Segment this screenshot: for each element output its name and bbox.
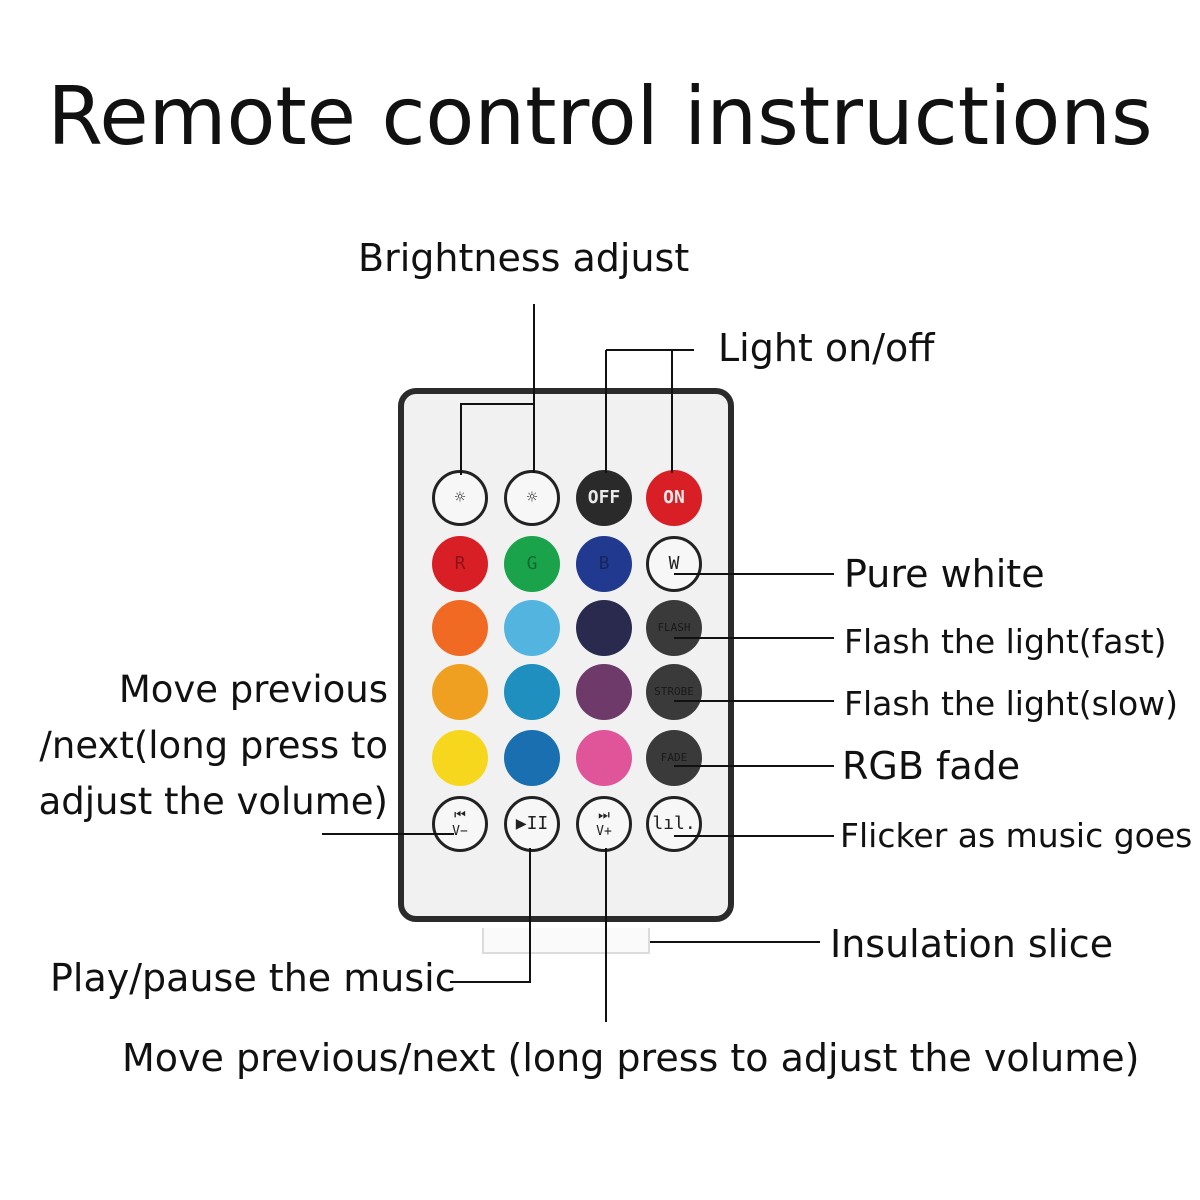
flash-button[interactable]: FLASH: [646, 600, 702, 656]
label-rgb-fade: RGB fade: [842, 744, 1021, 788]
page-title: Remote control instructions: [47, 70, 1153, 163]
light-blue-button[interactable]: [504, 600, 560, 656]
label-insulation-slice: Insulation slice: [830, 922, 1114, 966]
label-flash-slow: Flash the light(slow): [844, 684, 1179, 723]
yellow-button[interactable]: [432, 730, 488, 786]
strobe-button[interactable]: STROBE: [646, 664, 702, 720]
on-button-label: ON: [663, 487, 685, 508]
label-flash-fast: Flash the light(fast): [844, 622, 1167, 661]
purple-button[interactable]: [576, 664, 632, 720]
label-move-prev-next-bottom: Move previous/next (long press to adjust…: [122, 1036, 1140, 1080]
off-button-label: OFF: [587, 487, 621, 508]
white-button-label: W: [668, 553, 680, 574]
white-button[interactable]: W: [646, 536, 702, 592]
next-volume-up-button[interactable]: ⏭ V+: [576, 796, 632, 852]
brightness-up-button[interactable]: ☼: [432, 470, 488, 526]
brightness-down-button-label: ☼: [526, 487, 538, 508]
label-play-pause: Play/pause the music: [50, 956, 456, 1000]
green-button-label: G: [526, 553, 538, 574]
label-light-on-off: Light on/off: [718, 326, 935, 370]
music-mode-button-label: lıl.: [652, 813, 696, 834]
green-button[interactable]: G: [504, 536, 560, 592]
blue-button[interactable]: B: [576, 536, 632, 592]
navy-button[interactable]: [576, 600, 632, 656]
brightness-up-button-label: ☼: [454, 487, 466, 508]
red-button[interactable]: R: [432, 536, 488, 592]
teal-button[interactable]: [504, 664, 560, 720]
label-pure-white: Pure white: [844, 552, 1045, 596]
blue-button-label: B: [598, 553, 610, 574]
red-button-label: R: [454, 553, 466, 574]
previous-volume-down-button[interactable]: ⏮ V−: [432, 796, 488, 852]
insulation-slice: [482, 928, 650, 954]
amber-button[interactable]: [432, 664, 488, 720]
play-pause-button[interactable]: ▶II: [504, 796, 560, 852]
strobe-button-label: STROBE: [654, 685, 694, 698]
previous-volume-down-button-label: ⏮ V−: [452, 808, 468, 839]
label-move-prev-next-left: Move previous /next(long press to adjust…: [38, 668, 388, 823]
label-flicker-music: Flicker as music goes: [840, 816, 1193, 855]
play-pause-button-label: ▶II: [515, 813, 549, 834]
brightness-down-button[interactable]: ☼: [504, 470, 560, 526]
next-volume-up-button-label: ⏭ V+: [596, 808, 612, 839]
flash-button-label: FLASH: [657, 621, 691, 634]
deep-blue-button[interactable]: [504, 730, 560, 786]
fade-button-label: FADE: [660, 751, 688, 764]
off-button[interactable]: OFF: [576, 470, 632, 526]
music-mode-button[interactable]: lıl.: [646, 796, 702, 852]
orange-button[interactable]: [432, 600, 488, 656]
on-button[interactable]: ON: [646, 470, 702, 526]
label-brightness-adjust: Brightness adjust: [358, 236, 690, 280]
pink-button[interactable]: [576, 730, 632, 786]
fade-button[interactable]: FADE: [646, 730, 702, 786]
